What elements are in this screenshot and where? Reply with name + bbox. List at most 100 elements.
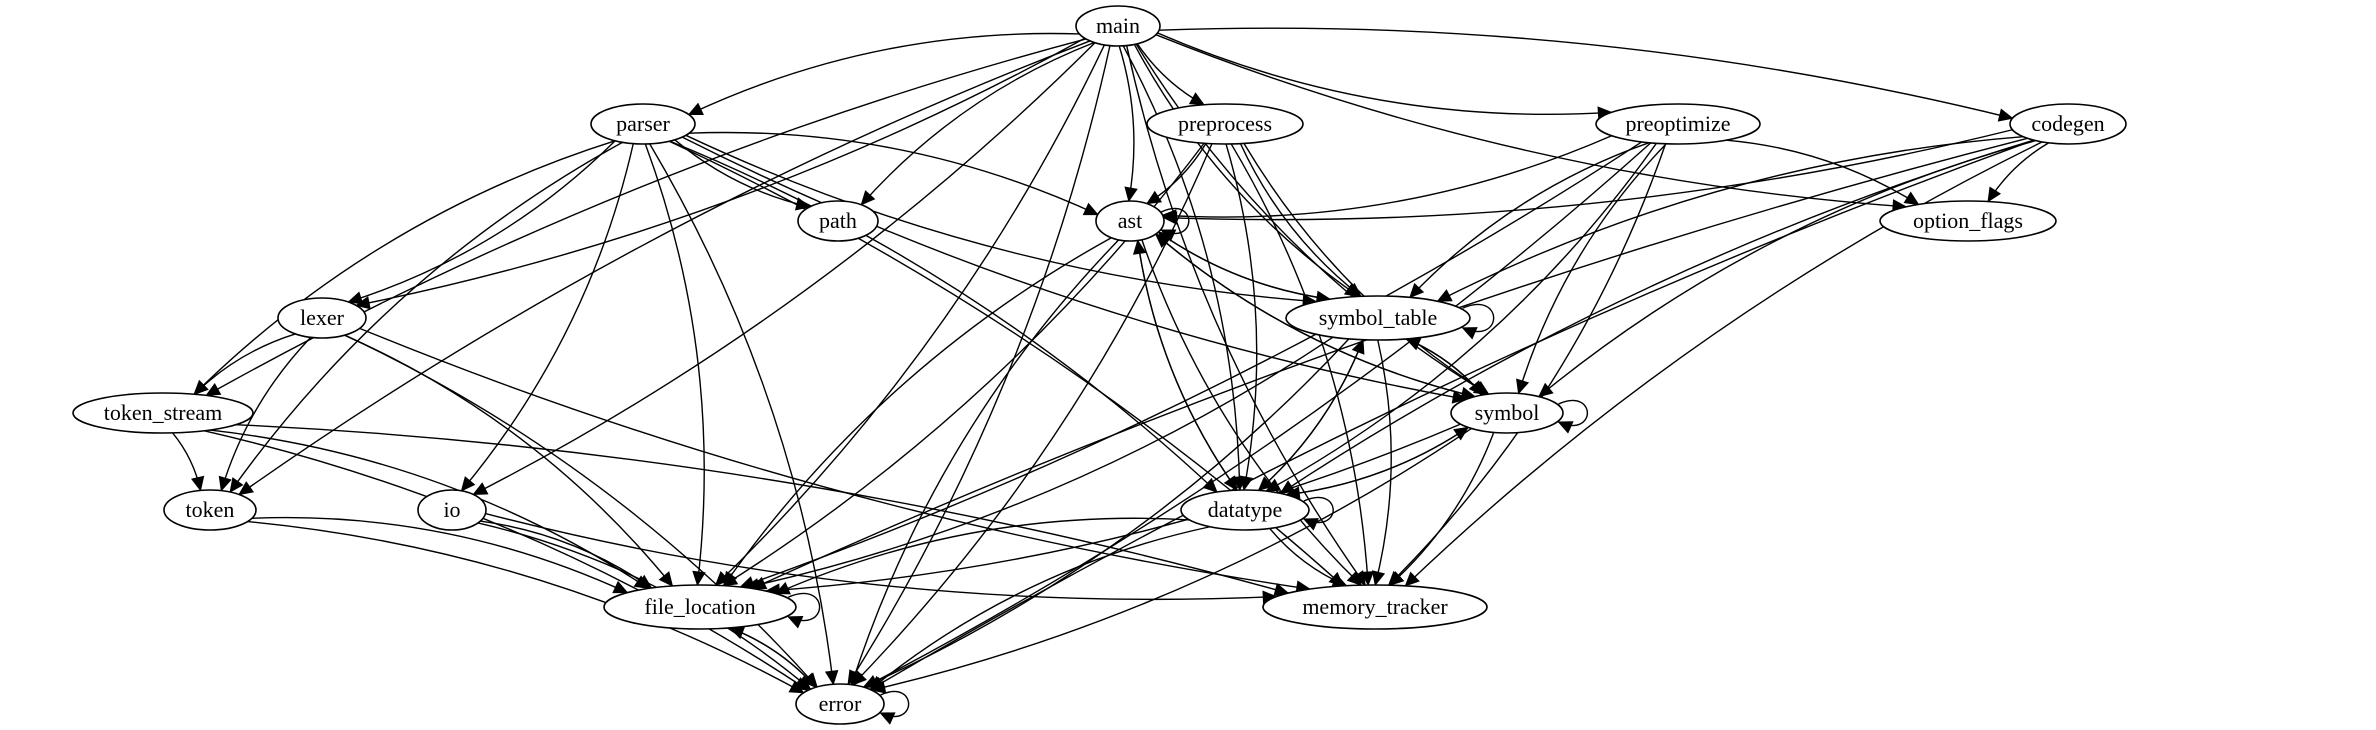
edge-main-codegen [1159,27,2014,122]
arrowhead [612,580,629,594]
edge-line [1286,426,1469,496]
edge-parser-token_stream [193,140,616,396]
edge-line [1225,143,1258,491]
arrowhead [1360,571,1375,587]
node-lexer: lexer [277,297,367,339]
node-label: codegen [2031,111,2104,136]
node-error: error [795,683,885,725]
edge-line [715,44,1106,586]
arrowhead [849,669,863,686]
node-label: ast [1118,208,1142,233]
node-ellipse [163,489,257,531]
node-label: option_flags [1913,208,2023,233]
edge-line [238,40,1091,496]
arrowhead [774,581,791,595]
node-ellipse [1595,103,1761,145]
node-label: path [819,208,857,233]
edge-main-ast [1118,45,1138,203]
node-ellipse [1285,295,1471,341]
edge-line [1155,233,1476,398]
edge-main-preprocess [1136,43,1206,106]
arrowhead [1461,327,1478,340]
edge-preoptimize-symbol [1516,143,1667,395]
edge-line [1159,27,2013,119]
arrowhead [824,670,839,686]
edge-line [723,237,1112,587]
edge-symbol-memory_tracker [1388,432,1495,586]
arrowhead [347,291,364,305]
node-ellipse [1095,200,1165,242]
edge-line [1157,231,1331,300]
edge-line [1239,143,1362,297]
node-memory-tracker: memory_tracker [1262,584,1488,630]
edge-line [1286,426,1469,496]
edge-line [674,139,810,208]
edge-parser-symbol [681,136,1468,404]
node-ellipse [2009,103,2127,145]
edge-line [1155,34,1907,208]
edge-datatype-error [869,526,1211,691]
node-ellipse [590,103,696,145]
edge-main-lexer [355,37,1086,310]
edge-line [1265,142,1657,492]
edge-datatype-ast [1132,239,1238,491]
arrowhead [1436,289,1453,302]
node-label: preoptimize [1625,111,1730,136]
node-file-location: file_location [603,584,797,630]
arrowhead [1202,477,1218,493]
edge-datatype-file_location [774,517,1190,595]
edge-file_location-file_location [787,592,821,629]
edge-parser-error [649,143,839,686]
edge-line [1404,141,2043,587]
arrowhead [1371,570,1386,587]
edge-token-error [247,520,805,694]
edge-line [740,141,1643,588]
edge-line [850,239,1120,685]
edge-preprocess-memory_tracker [1230,143,1375,587]
arrowhead [1997,108,2014,122]
node-parser: parser [590,103,696,145]
edge-symbol_table-memory_tracker [1371,339,1392,587]
edge-lexer-memory_tracker [359,327,1311,594]
node-label: preprocess [1178,111,1272,136]
edge-ast-error [849,239,1120,686]
node-ellipse [795,683,885,725]
arrowhead [191,475,205,492]
edge-symbol-symbol [1557,399,1589,434]
edge-line [871,427,1472,691]
edge-line [220,336,312,491]
edge-codegen-memory_tracker [1404,141,2043,587]
arrowhead [1404,571,1420,587]
node-label: datatype [1208,497,1283,522]
arrowhead [1987,186,2002,203]
arrowhead [692,570,706,587]
edge-token_stream-error [204,430,810,691]
node-symbol-table: symbol_table [1285,295,1471,341]
edge-preprocess-symbol [1243,143,1490,395]
arrowhead [658,571,674,587]
node-label: token [186,497,235,522]
arrowhead [1351,338,1365,355]
edge-line [1163,129,2013,221]
edge-line [1409,142,1650,298]
edge-line [685,134,1317,303]
edge-line [766,423,1461,592]
node-path: path [797,200,879,242]
arrowhead [238,481,255,496]
node-ellipse [1075,5,1161,47]
node-io: io [417,489,487,531]
edge-line [359,327,1310,590]
arrowhead [1124,186,1138,203]
arrowhead [860,190,876,206]
edge-line [1137,240,1238,491]
edge-main-token [238,40,1091,496]
edge-parser-lexer [347,140,616,305]
arrowhead [1188,92,1206,106]
edge-error-error [879,690,910,725]
edge-preoptimize-ast [1161,135,1612,223]
edge-codegen-symbol [1537,139,2036,398]
edge-line [193,333,296,395]
edge-symbol-ast [1154,233,1476,398]
node-ellipse [1450,392,1564,434]
